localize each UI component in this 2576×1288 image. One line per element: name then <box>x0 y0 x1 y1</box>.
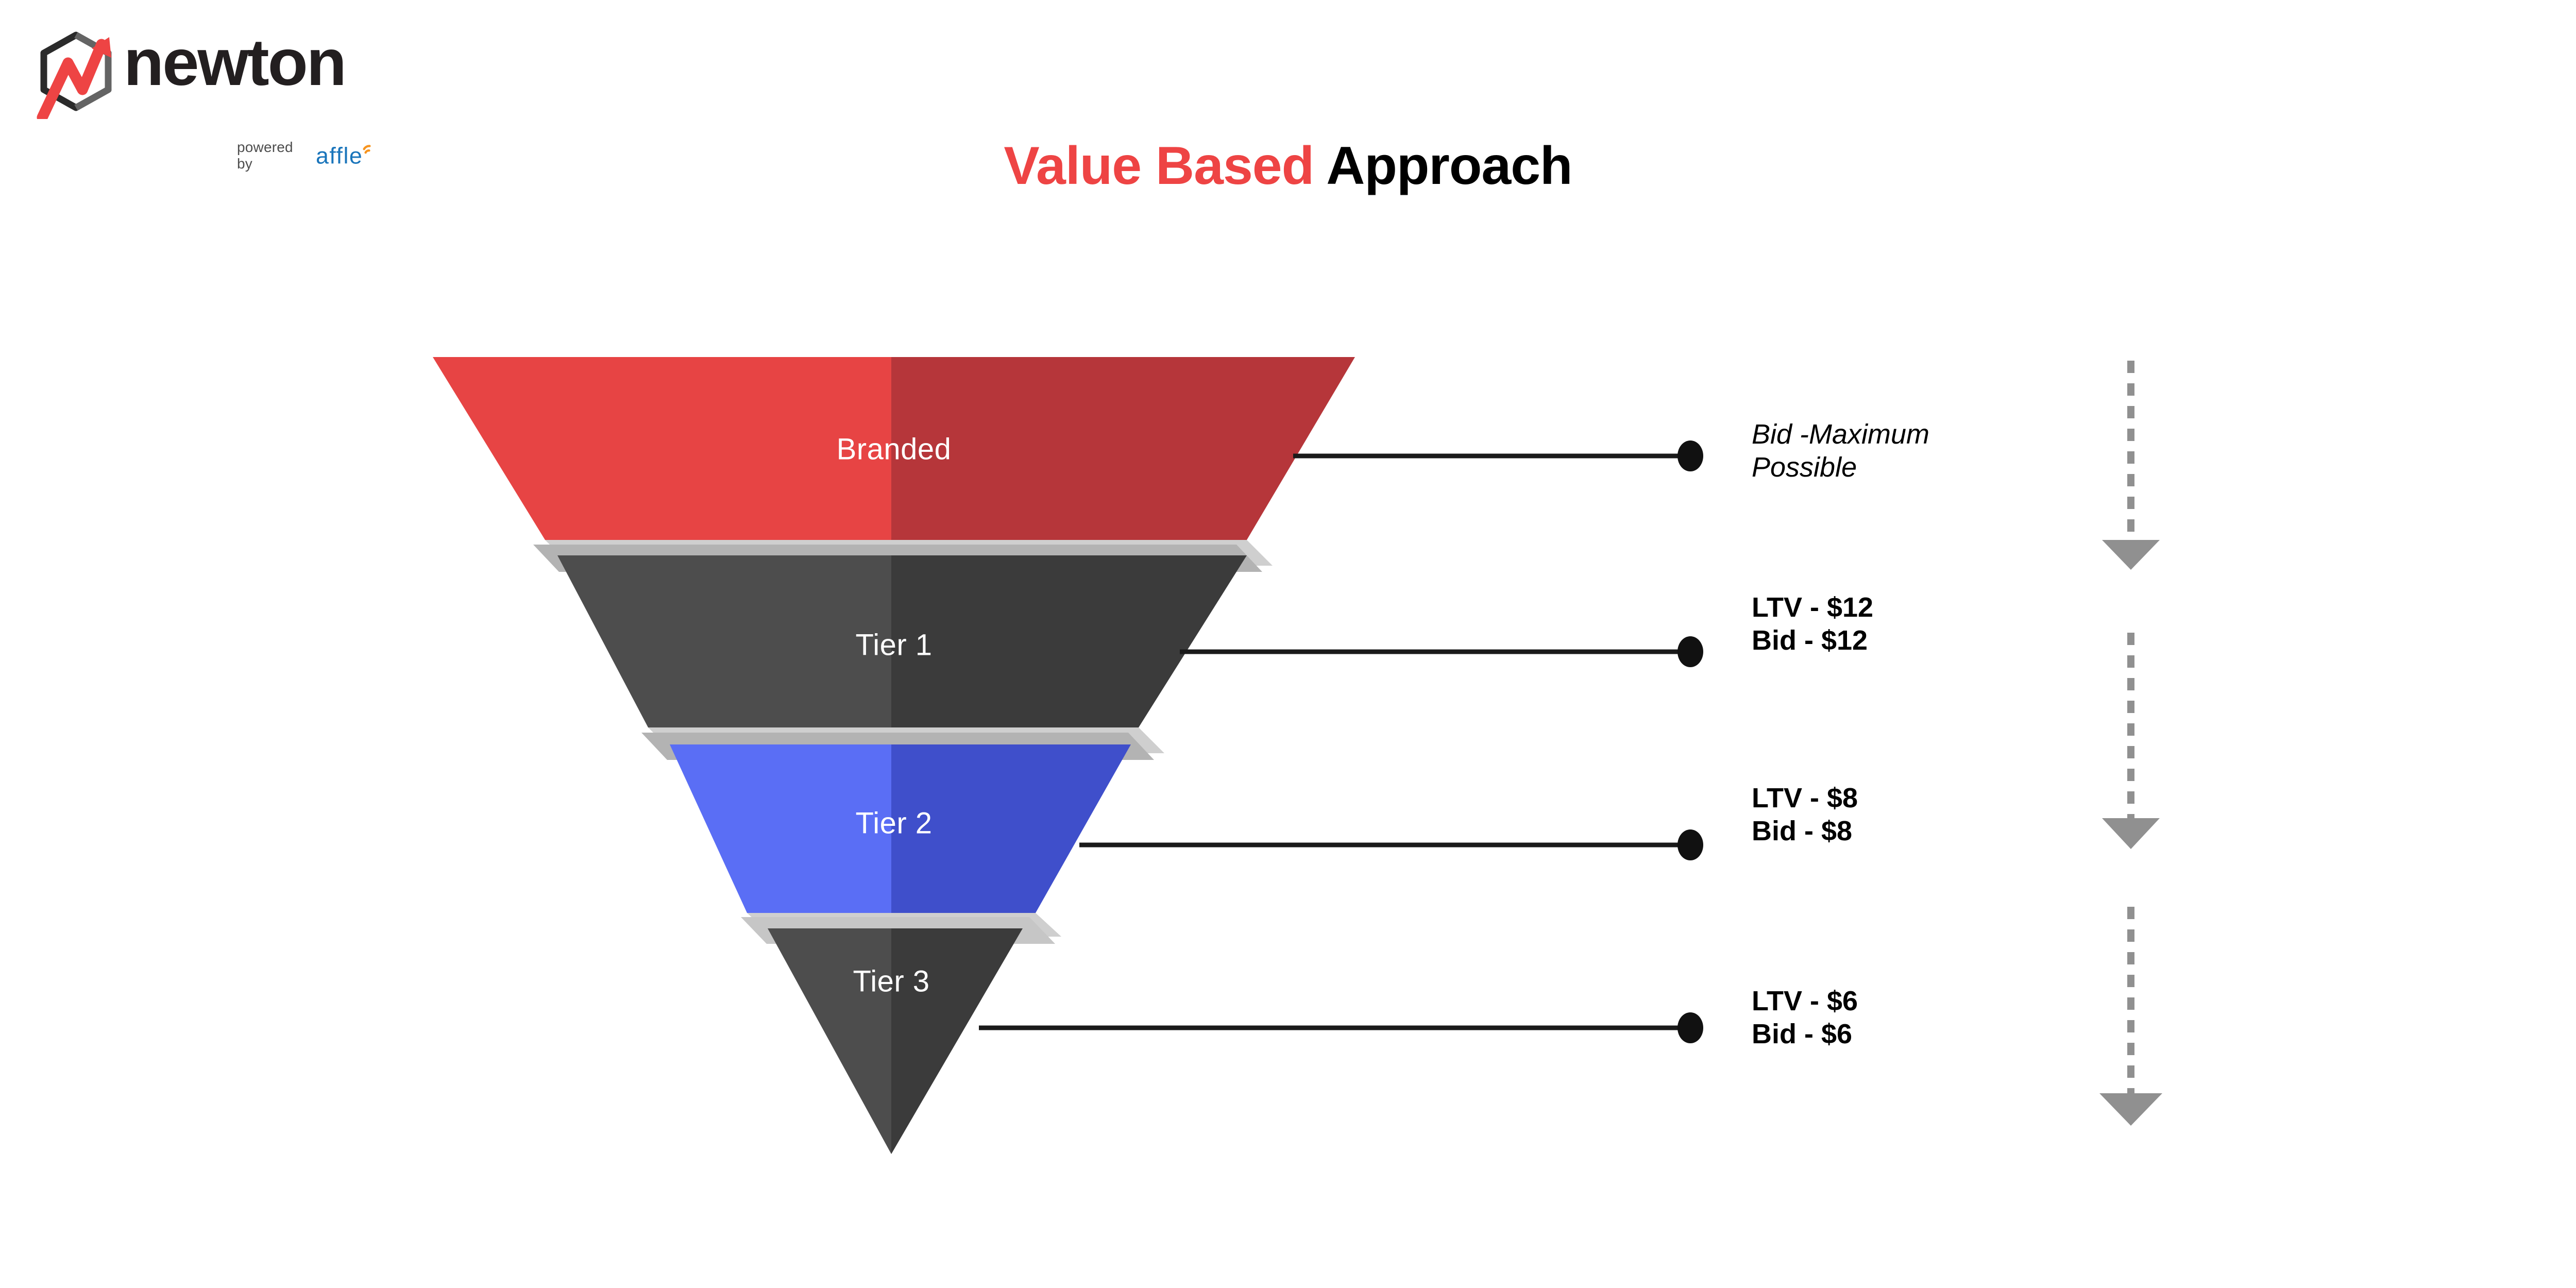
powered-by-label: powered by <box>237 139 293 172</box>
funnel-tier-3-left <box>768 928 891 1154</box>
affle-logo-icon: affle <box>316 143 371 169</box>
callout-branded: Bid -Maximum Possible <box>1752 419 1930 483</box>
callout-tier-2: LTV - $8 Bid - $8 <box>1752 783 1858 846</box>
funnel-tier-3-right <box>891 928 1023 1154</box>
funnel-tier-1[interactable] <box>557 555 1247 727</box>
svg-text:affle: affle <box>316 143 363 169</box>
callout-connectors <box>979 440 1703 1043</box>
funnel-tier-label-tier-2: Tier 2 <box>855 806 933 840</box>
funnel-tier-3[interactable] <box>768 928 1023 1154</box>
funnel-tier-2[interactable] <box>670 744 1131 913</box>
funnel-tier-branded-left <box>433 357 891 540</box>
funnel-tier-branded[interactable] <box>433 357 1355 540</box>
newton-logo-icon <box>37 31 112 119</box>
flow-arrow-3 <box>2099 907 2162 1126</box>
funnel-tier-label-branded: Branded <box>836 432 952 466</box>
brand-logo: newton powered by affle <box>31 25 381 172</box>
funnel-tier-2-left <box>670 744 891 913</box>
page-title-rest: Approach <box>1326 135 1572 196</box>
funnel-tier-label-tier-1: Tier 1 <box>855 628 933 662</box>
flow-arrow-3-head <box>2099 1093 2162 1126</box>
page-title: Value Based Approach <box>0 139 2576 193</box>
brand-wordmark: newton <box>124 26 347 99</box>
powered-by-block: powered by affle <box>237 139 381 172</box>
callout-tier-3: LTV - $6 Bid - $6 <box>1752 986 1858 1049</box>
connector-dot-tier-3 <box>1677 1012 1703 1043</box>
flow-arrow-1 <box>2102 361 2160 570</box>
flow-arrow-2-head <box>2102 818 2160 849</box>
funnel-tier-label-tier-3: Tier 3 <box>853 964 930 998</box>
funnel-tier-1-left <box>557 555 891 727</box>
page-title-highlight: Value Based <box>1004 135 1314 196</box>
connector-dot-tier-2 <box>1677 829 1703 860</box>
funnel-tier-1-right <box>891 555 1247 727</box>
flow-arrow-1-head <box>2102 540 2160 570</box>
flow-arrow-2 <box>2102 633 2160 849</box>
funnel-tier-branded-right <box>891 357 1355 540</box>
connector-dot-tier-1 <box>1677 636 1703 667</box>
funnel-tier-2-right <box>891 744 1131 913</box>
connector-dot-branded <box>1677 440 1703 471</box>
callout-tier-1: LTV - $12 Bid - $12 <box>1752 592 1874 656</box>
